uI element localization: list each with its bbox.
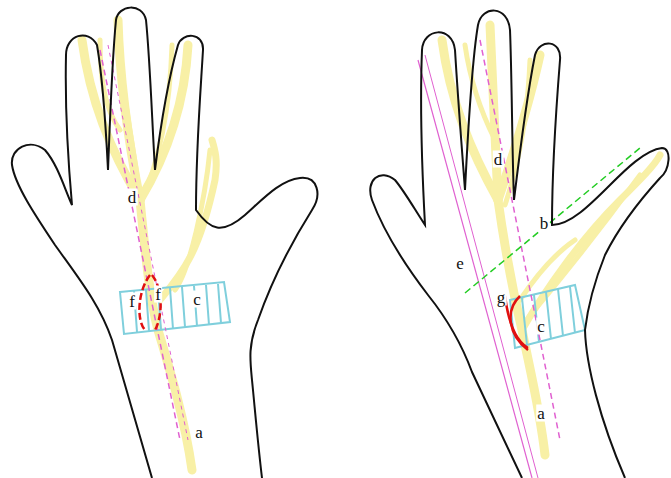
part-letter: d (127, 189, 138, 206)
part-letter: a (194, 424, 204, 441)
part-letter: g (496, 289, 507, 306)
part-letter: c (536, 318, 546, 335)
part-letter: f (128, 293, 136, 310)
part-letter: f (154, 286, 162, 303)
part-letter: b (539, 215, 550, 232)
part-letter: a (536, 405, 546, 422)
part-letter: c (192, 291, 202, 308)
part-letter: e (455, 255, 465, 272)
part-letter: d (493, 151, 504, 168)
